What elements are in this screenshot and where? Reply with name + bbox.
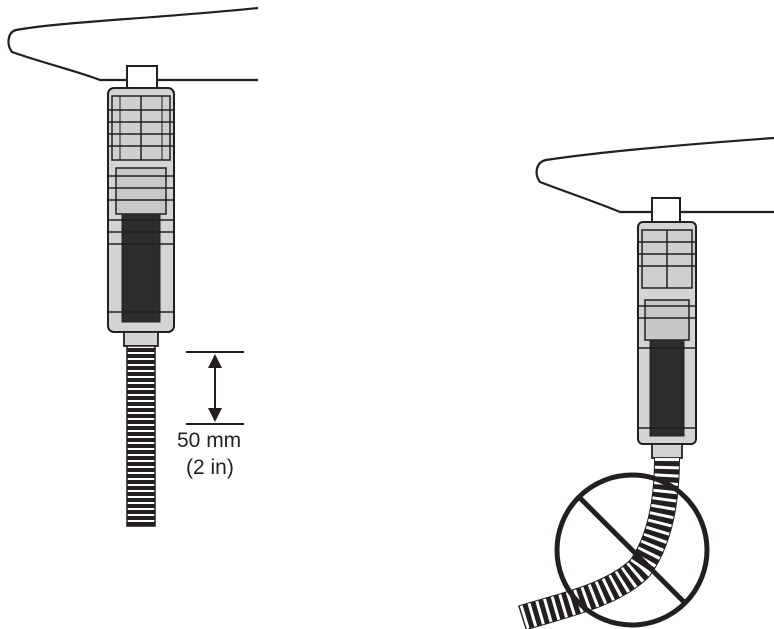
correct-installation: 50 mm (2 in) — [7, 6, 259, 527]
conduit-bent — [518, 457, 680, 629]
connector-body-right — [637, 221, 697, 459]
dimension-metric-label: 50 mm — [177, 429, 241, 452]
mounting-surface-right — [535, 136, 774, 214]
conduit-straight — [126, 345, 156, 527]
connector-body — [107, 87, 175, 347]
incorrect-installation — [518, 136, 774, 629]
mounting-surface — [7, 6, 259, 82]
dimension-imperial-label: (2 in) — [186, 456, 234, 479]
bulkhead-stub — [126, 65, 158, 89]
bulkhead-stub-right — [651, 197, 681, 223]
dimension-marker — [186, 351, 244, 425]
prohibition-icon — [554, 472, 710, 628]
